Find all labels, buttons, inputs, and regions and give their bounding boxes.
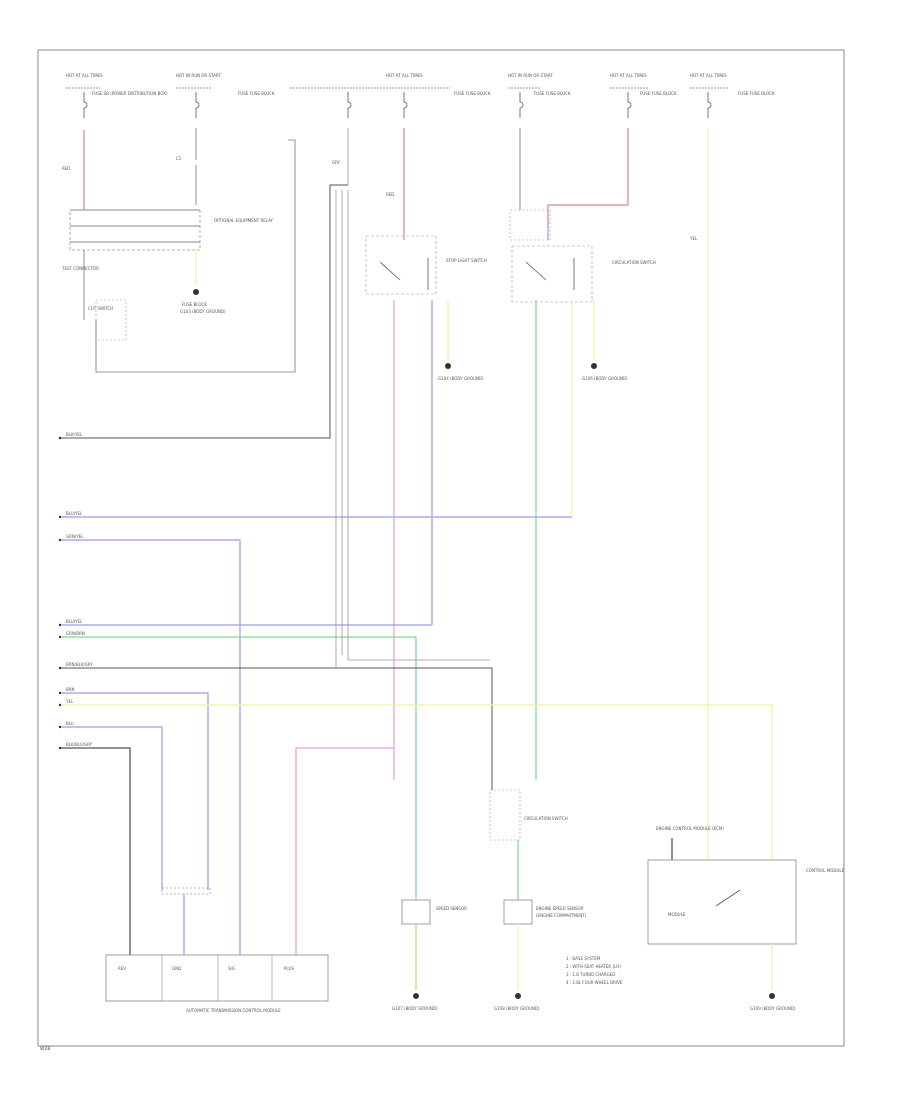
optional-equipment-relay: RED C1 OPTIONAL EQUIPMENT RELAY FUSE BLO… [61,128,296,373]
svg-text:MODULE: MODULE [668,912,686,917]
speed-sensor: SPEED SENSOR G107 (BODY GROUND) [392,899,467,1011]
svg-text:FUSE FUSE BLOCK: FUSE FUSE BLOCK [640,91,677,96]
svg-text:FUSE SB (POWER DISTRIBUTION BO: FUSE SB (POWER DISTRIBUTION BOX) [92,91,168,96]
svg-text:BLK/YEL: BLK/YEL [66,432,83,437]
svg-text:CIRCULATION SWITCH: CIRCULATION SWITCH [612,260,656,265]
svg-text:HOT AT ALL TIMES: HOT AT ALL TIMES [386,73,423,78]
svg-text:BLK/BLU/GRY: BLK/BLU/GRY [66,742,93,747]
svg-text:GRY: GRY [332,160,341,165]
svg-text:FUSE FUSE BLOCK: FUSE FUSE BLOCK [738,91,775,96]
svg-text:GND: GND [172,966,181,971]
right-control-module: ENGINE CONTROL MODULE (ECM) MODULE CONTR… [647,826,845,1011]
svg-text:SIG: SIG [228,966,235,971]
svg-text:PLUS: PLUS [284,966,294,971]
svg-text:FUSE BLOCK: FUSE BLOCK [182,302,207,307]
svg-text:BRN: BRN [66,687,75,692]
legend: 1 : BASE SYSTEM 2 : WITH SEAT HEATER (LH… [566,956,623,985]
engine-speed-sensor: CIRCULATION SWITCH ENGINE SPEED SENSOR (… [489,789,587,1011]
svg-text:RED: RED [386,192,394,197]
svg-text:G103 (BODY GROUND): G103 (BODY GROUND) [180,309,226,314]
svg-text:G107 (BODY GROUND): G107 (BODY GROUND) [392,1006,438,1011]
svg-text:G109 (BODY GROUND): G109 (BODY GROUND) [750,1006,796,1011]
diagram-frame [37,49,845,1047]
svg-text:YEL: YEL [689,236,698,241]
svg-text:HOT IN RUN OR START: HOT IN RUN OR START [176,73,221,78]
fuse-header-5: HOT AT ALL TIMES FUSE FUSE BLOCK [610,73,677,96]
svg-text:G108 (BODY GROUND): G108 (BODY GROUND) [494,1006,540,1011]
svg-text:RED: RED [62,166,70,171]
svg-text:FUSE FUSE BLOCK: FUSE FUSE BLOCK [238,91,275,96]
connector-markers [58,436,62,750]
fuse-symbols [83,92,712,118]
svg-text:HOT AT ALL TIMES: HOT AT ALL TIMES [610,73,647,78]
stop-light-switch: GRY RED STOP LIGHT SWITCH G104 (BODY GRO… [332,128,487,780]
svg-text:REV: REV [118,966,126,971]
svg-text:CUT SWITCH: CUT SWITCH [88,306,113,311]
fuse-header-6: HOT AT ALL TIMES FUSE FUSE BLOCK [690,73,775,96]
fuse-header-1: HOT AT ALL TIMES FUSE SB (POWER DISTRIBU… [66,73,168,96]
svg-text:BLU/YEL: BLU/YEL [66,511,83,516]
svg-text:GRN/YEL: GRN/YEL [66,534,84,539]
svg-text:FUSE FUSE BLOCK: FUSE FUSE BLOCK [454,91,491,96]
circulation-switch: CIRCULATION SWITCH G106 (BODY GROUND) [509,128,656,780]
svg-text:G104 (BODY GROUND): G104 (BODY GROUND) [438,376,484,381]
svg-text:(ENGINE COMPARTMENT): (ENGINE COMPARTMENT) [536,913,587,918]
svg-text:G106 (BODY GROUND): G106 (BODY GROUND) [582,376,628,381]
svg-text:3 : 1.8 TURBO CHARGED: 3 : 1.8 TURBO CHARGED [566,972,615,977]
svg-text:AUTOMATIC TRANSMISSION CONTROL: AUTOMATIC TRANSMISSION CONTROL MODULE [186,1008,281,1013]
svg-text:C1: C1 [176,156,182,161]
fuse-header-4: HOT IN RUN OR START FUSE FUSE BLOCK [508,73,571,96]
svg-text:BLU/YEL: BLU/YEL [66,619,83,624]
svg-text:BRN/BLK/GRY: BRN/BLK/GRY [66,662,93,667]
svg-text:1 : BASE SYSTEM: 1 : BASE SYSTEM [566,956,601,961]
svg-text:ENGINE SPEED SENSOR: ENGINE SPEED SENSOR [536,906,584,911]
svg-text:OPTIONAL EQUIPMENT RELAY: OPTIONAL EQUIPMENT RELAY [214,218,273,223]
svg-text:HOT AT ALL TIMES: HOT AT ALL TIMES [66,73,103,78]
trans-control-module: REV GND SIG PLUS AUTOMATIC TRANSMISSION … [105,887,329,1013]
svg-text:2 : WITH SEAT HEATER (LH): 2 : WITH SEAT HEATER (LH) [566,964,621,969]
fuse-header-3: HOT AT ALL TIMES FUSE FUSE BLOCK [290,73,491,96]
svg-text:YEL: YEL [65,699,74,704]
svg-text:FUSE FUSE BLOCK: FUSE FUSE BLOCK [534,91,571,96]
svg-text:CIRCULATION SWITCH: CIRCULATION SWITCH [524,816,568,821]
svg-text:4 : 2.8L FOUR-WHEEL DRIVE: 4 : 2.8L FOUR-WHEEL DRIVE [566,980,623,985]
svg-text:BLU: BLU [66,721,74,726]
svg-text:TEST CONNECTOR: TEST CONNECTOR [61,266,99,271]
svg-text:HOT IN RUN OR START: HOT IN RUN OR START [508,73,553,78]
fuse-header-2: HOT IN RUN OR START FUSE FUSE BLOCK [176,73,275,96]
svg-text:HOT AT ALL TIMES: HOT AT ALL TIMES [690,73,727,78]
svg-text:SPEED SENSOR: SPEED SENSOR [436,906,467,911]
svg-text:ENGINE CONTROL MODULE (ECM): ENGINE CONTROL MODULE (ECM) [656,826,724,831]
svg-text:STOP LIGHT SWITCH: STOP LIGHT SWITCH [446,258,487,263]
corner-label: W28 [40,1046,50,1052]
svg-text:GRN/BRN: GRN/BRN [66,631,85,636]
bus-rows: BLK/YEL BLU/YEL GRN/YEL BLU/YEL GRN/BRN … [60,184,773,955]
svg-text:CONTROL MODULE: CONTROL MODULE [806,868,845,873]
